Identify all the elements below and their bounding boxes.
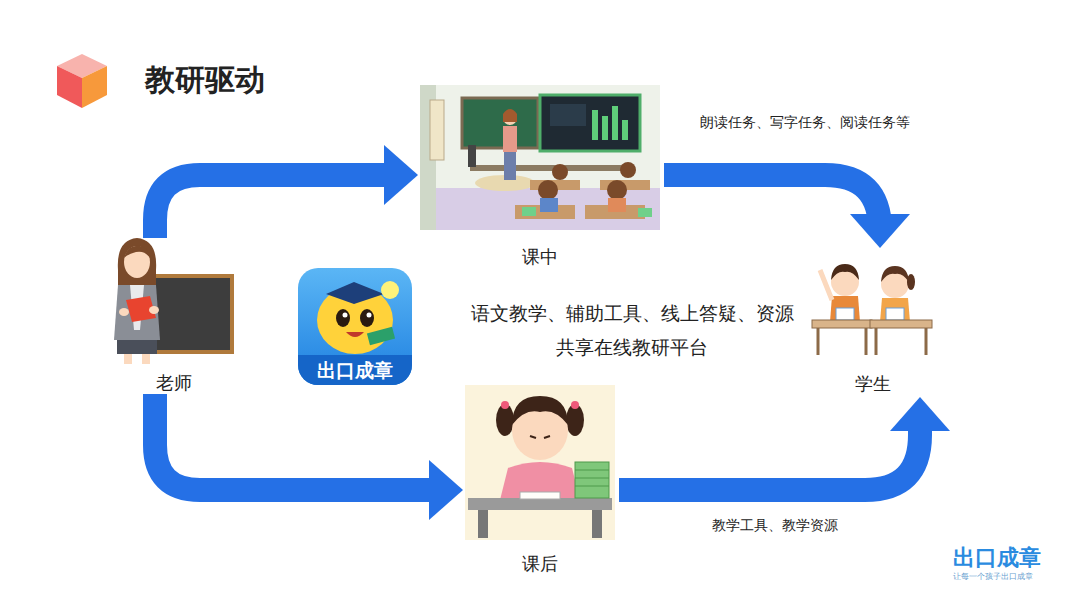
arrow-shaft — [664, 175, 880, 230]
teacher-figure — [114, 238, 232, 364]
diagram-title: 教研驱动 — [145, 60, 265, 101]
node-label: 课中 — [420, 246, 660, 268]
edge-label: 教学工具、教学资源 — [710, 516, 840, 534]
app-icon: 出口成章 — [298, 268, 412, 385]
flow-arrow — [619, 397, 950, 490]
image-node: 课后 — [465, 385, 615, 575]
flow-arrow — [155, 145, 418, 238]
app-name: 出口成章 — [298, 359, 412, 381]
arrow-head — [890, 397, 950, 431]
node-label: 学生 — [800, 373, 945, 395]
node-label: 老师 — [108, 372, 240, 394]
arrow-head — [850, 214, 910, 248]
homework-girl — [465, 385, 615, 540]
logo-tagline: 让每一个孩子出口成章 — [953, 572, 1053, 582]
image-node: 课中 — [420, 83, 660, 268]
image-node: 学生 — [800, 250, 945, 395]
arrow-head — [384, 145, 418, 205]
classroom-scene — [420, 85, 660, 230]
node-label: 课后 — [465, 553, 615, 575]
flow-arrow — [155, 394, 463, 520]
arrow-head — [429, 460, 463, 520]
students-figure — [812, 264, 932, 355]
arrow-shaft — [155, 175, 385, 238]
logo-text: 出口成章 — [953, 545, 1053, 571]
platform-note: 语文教学、辅助工具、线上答疑、资源共享在线教研平台 — [462, 296, 802, 364]
cube-icon — [57, 54, 107, 108]
image-node: 老师 — [108, 238, 240, 394]
arrow-shaft — [155, 394, 430, 490]
flow-arrow — [664, 175, 910, 248]
arrow-shaft — [619, 430, 920, 490]
edge-label: 朗读任务、写字任务、阅读任务等 — [698, 113, 912, 131]
